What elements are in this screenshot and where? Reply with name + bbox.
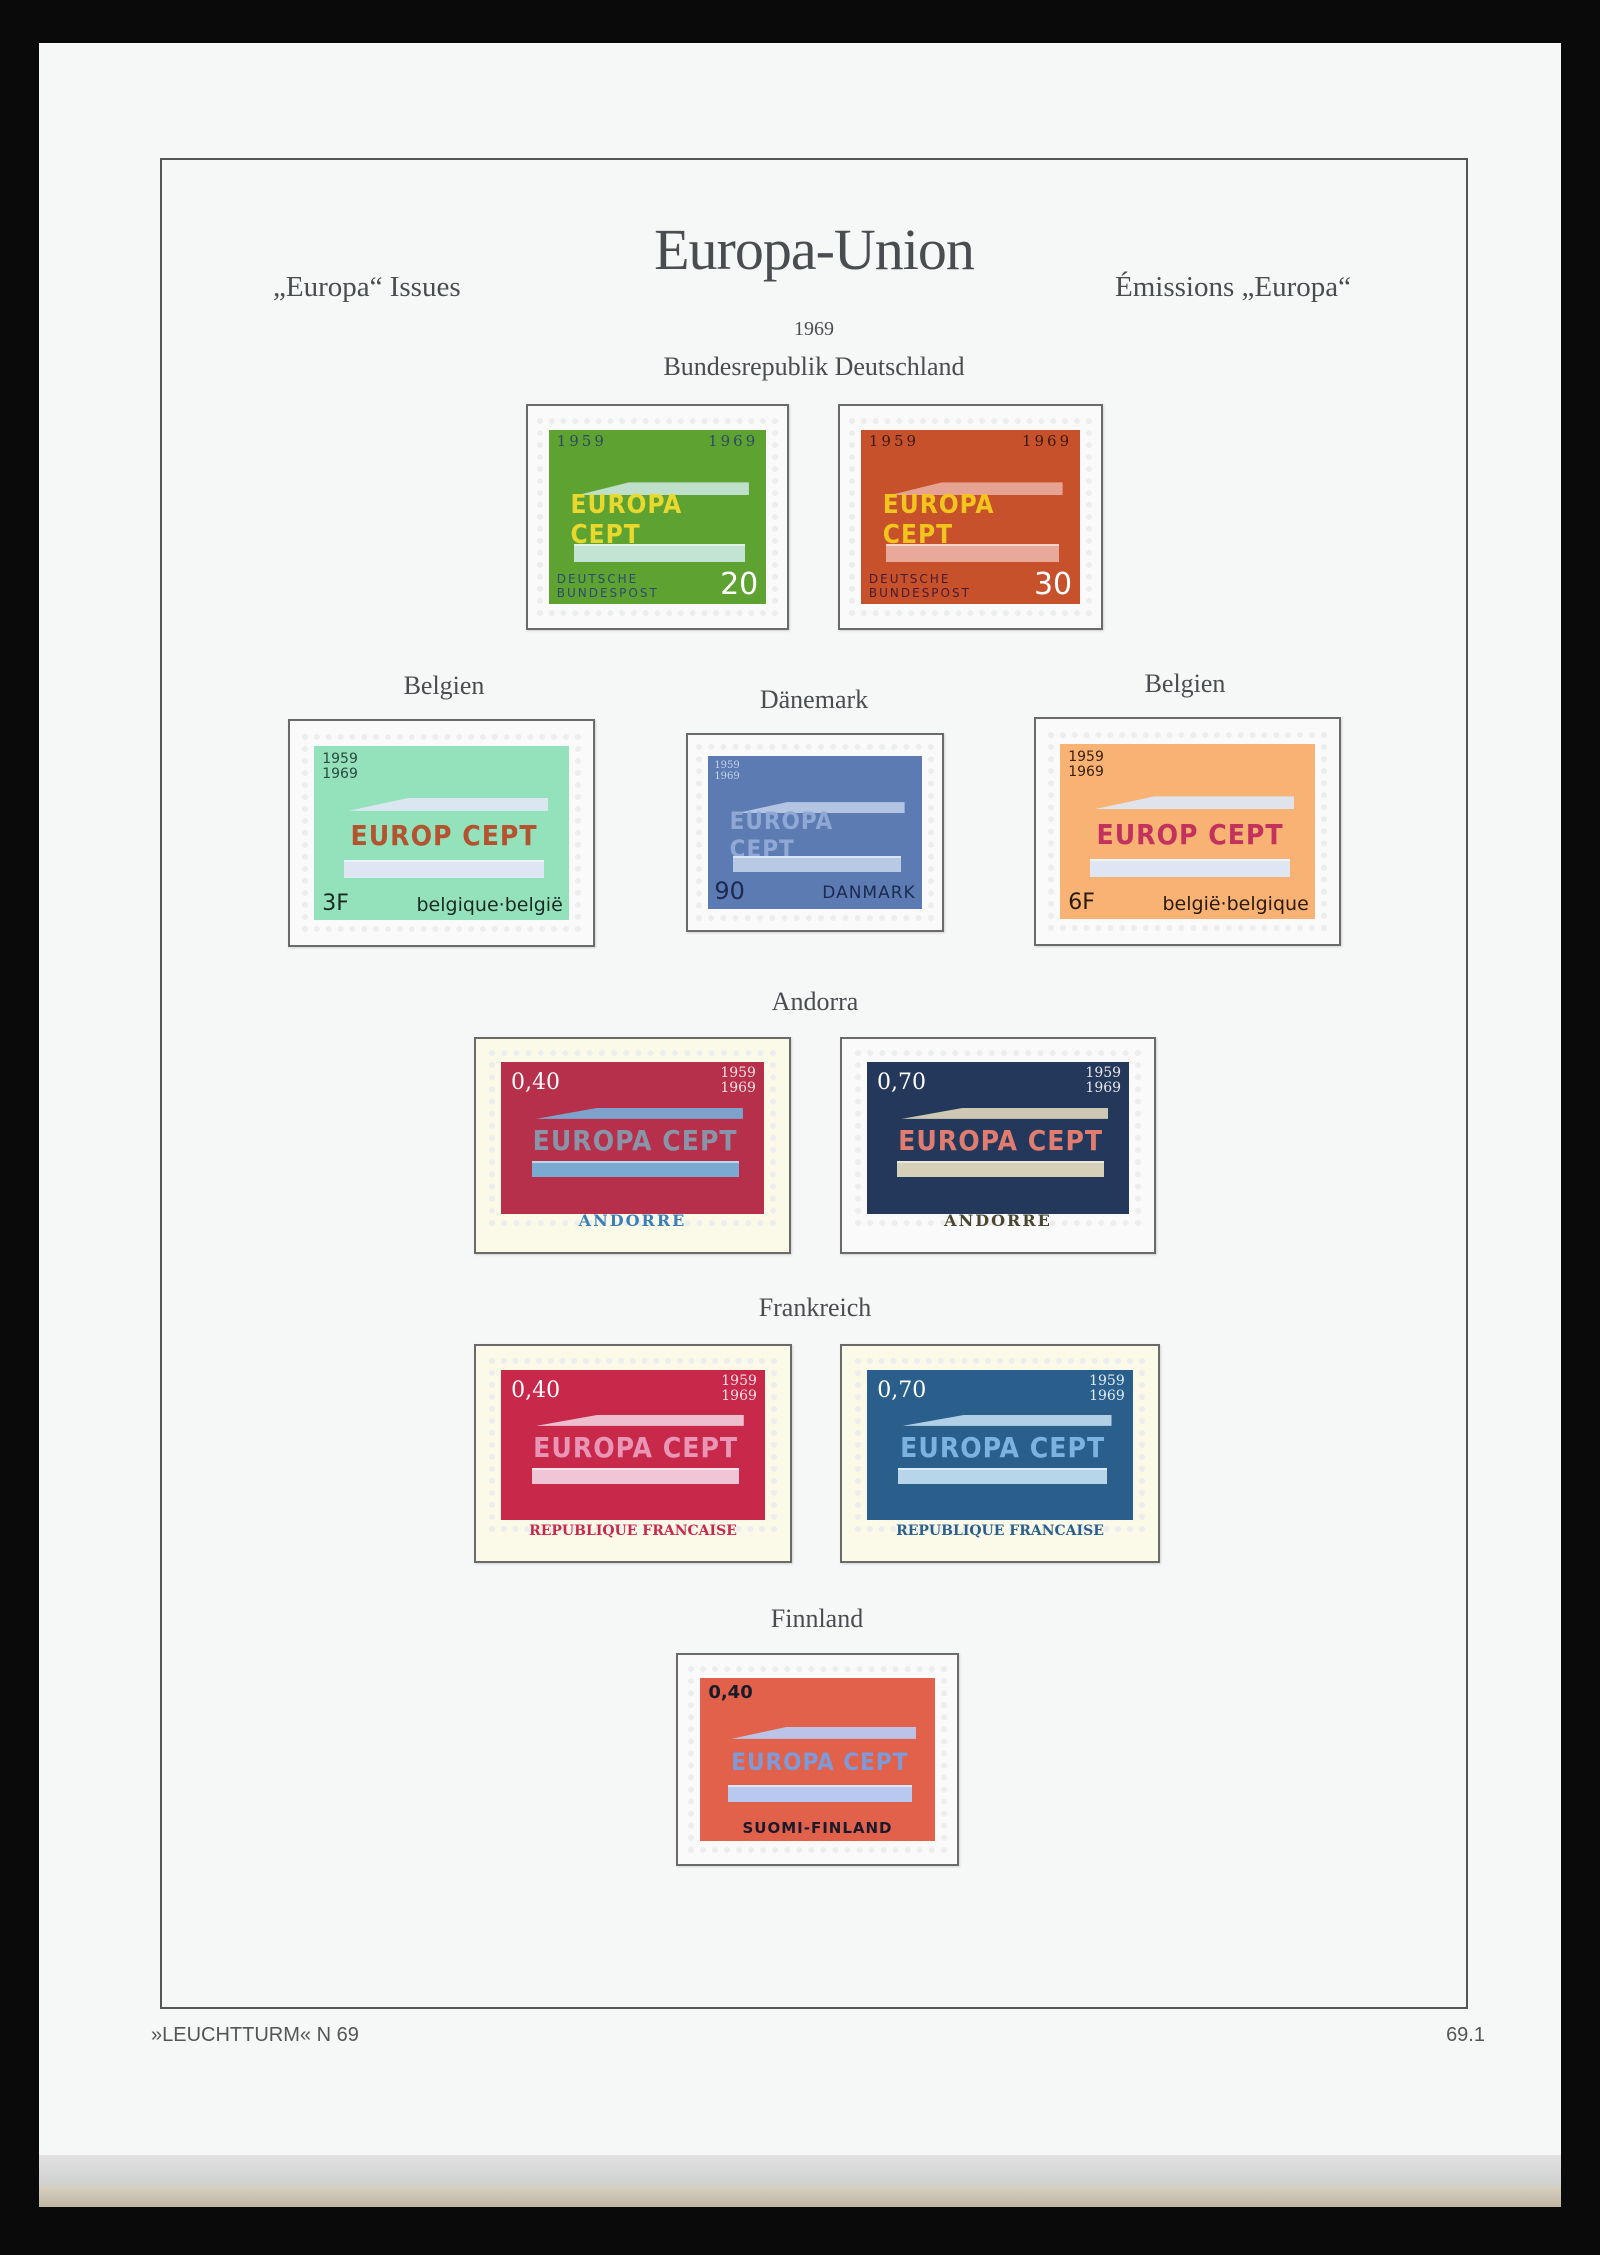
stamp-value: 0,40: [708, 1681, 753, 1703]
section-france: Frankreich: [758, 1293, 872, 1322]
stamp-value: 90: [714, 876, 745, 905]
section-denmark: Dänemark: [759, 685, 869, 714]
stamp-mount[interactable]: 1959 1969 EUROPA CEPT DEUTSCHE BUNDESPOS…: [526, 404, 789, 630]
page-number: 69.1: [1446, 2024, 1485, 2046]
stamp-country: SUOMI-FINLAND: [742, 1819, 893, 1838]
stamp-country: belgië·belgique: [1162, 893, 1309, 916]
stamp-year: 1969: [708, 432, 759, 451]
temple-emblem: EUROPA CEPT: [527, 1414, 744, 1485]
stamp-value: 0,70: [877, 1377, 927, 1403]
stamp-country: ANDORRE: [578, 1211, 687, 1230]
section-finland: Finnland: [770, 1604, 864, 1633]
stamp-value: 30: [1033, 566, 1073, 602]
subtitle-french: Émissions „Europa“: [1115, 271, 1351, 303]
stamp-value: 0,40: [511, 1070, 561, 1096]
page-title: Europa-Union: [654, 217, 975, 282]
temple-emblem: EUROPA CEPT: [570, 482, 749, 563]
stamp-germany-20: 1959 1969 EUROPA CEPT DEUTSCHE BUNDESPOS…: [536, 418, 779, 616]
temple-emblem: EUROP CEPT: [1086, 796, 1295, 878]
page-stack-edge: [39, 2185, 1561, 2207]
stamp-value: 0,70: [876, 1070, 926, 1096]
section-germany: Bundesrepublik Deutschland: [663, 352, 965, 381]
stamp-value: 6F: [1068, 890, 1095, 916]
temple-emblem: EUROPA CEPT: [724, 1726, 916, 1802]
temple-emblem: EUROPA CEPT: [730, 802, 905, 873]
stamp-country: REPUBLIQUE FRANCAISE: [896, 1523, 1104, 1539]
stamp-country: BUNDESPOST: [556, 585, 659, 600]
temple-emblem: EUROPA CEPT: [527, 1107, 743, 1178]
stamp-year: 1959: [556, 432, 607, 451]
subtitle-english: „Europa“ Issues: [273, 271, 461, 303]
temple-emblem: EUROPA CEPT: [894, 1414, 1112, 1485]
section-belgium: Belgien: [1144, 669, 1226, 698]
stamp-country: belgique·belgië: [416, 894, 563, 917]
page-stack-edge: [39, 2155, 1561, 2185]
section-andorra: Andorra: [771, 987, 859, 1016]
temple-emblem: EUROPA CEPT: [893, 1107, 1109, 1178]
stamp-country: ANDORRE: [944, 1211, 1052, 1230]
stamp-country: DEUTSCHE: [556, 571, 639, 586]
stamp-year: 1969: [1021, 432, 1073, 451]
stamp-country: DEUTSCHE: [868, 571, 951, 586]
stamp-finland-040: 0,40 EUROPA CEPT SUOMI-FINLAND: [688, 1665, 947, 1854]
temple-emblem: EUROP CEPT: [340, 798, 549, 879]
stamp-germany-30: 1959 1969 EUROPA CEPT DEUTSCHE BUNDESPOS…: [848, 418, 1093, 616]
page-frame: [160, 158, 1468, 2009]
publisher-label: »LEUCHTTURM« N 69: [151, 2024, 359, 2046]
stamp-country: DANMARK: [822, 882, 916, 903]
stamp-country: BUNDESPOST: [868, 585, 971, 600]
stamp-mount[interactable]: 0,40 EUROPA CEPT SUOMI-FINLAND: [676, 1653, 959, 1866]
stamp-mount[interactable]: 1959 1969 EUROPA CEPT DEUTSCHE BUNDESPOS…: [838, 404, 1103, 630]
stamp-country: REPUBLIQUE FRANCAISE: [529, 1523, 737, 1539]
temple-emblem: EUROPA CEPT: [883, 482, 1063, 563]
stamp-value: 3F: [322, 891, 349, 917]
stamp-value: 0,40: [511, 1377, 561, 1403]
stamp-year: 1959: [868, 432, 920, 451]
section-belgium: Belgien: [403, 671, 485, 700]
year-label: 1969: [794, 318, 834, 340]
stamp-value: 20: [720, 566, 759, 602]
